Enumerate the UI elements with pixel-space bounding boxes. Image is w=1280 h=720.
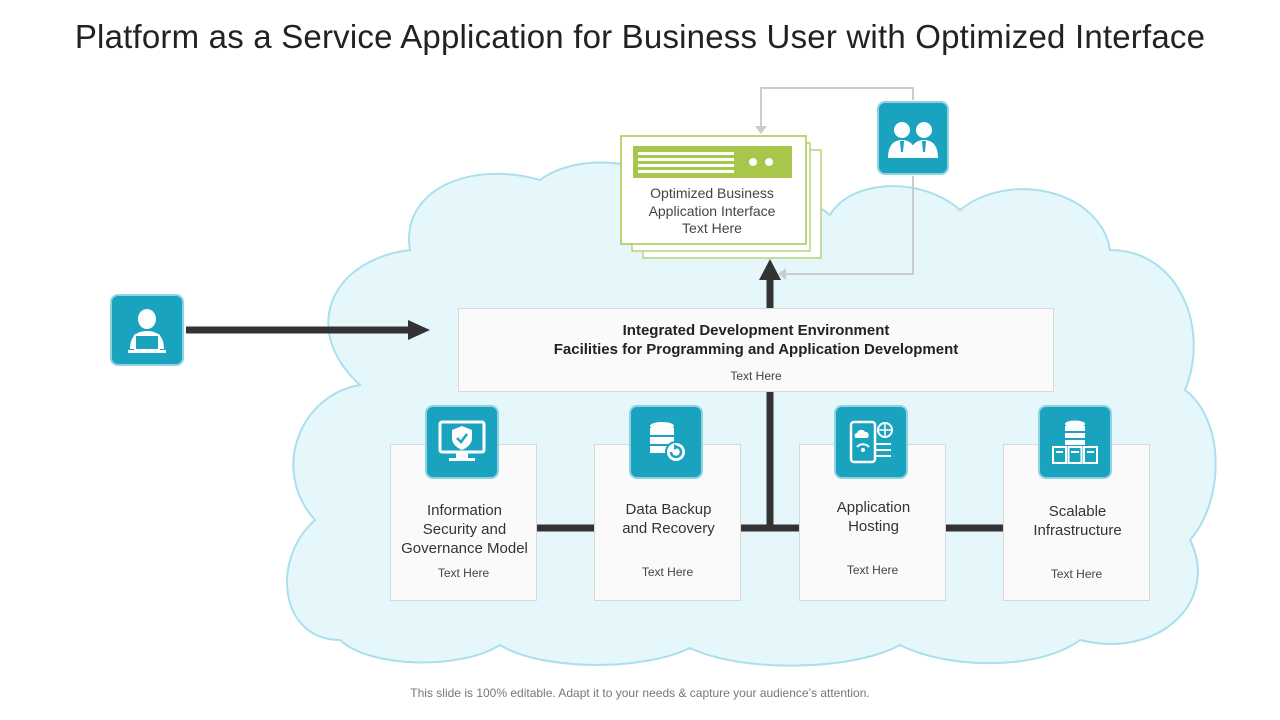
- ide-box: Integrated Development Environment Facil…: [458, 308, 1054, 392]
- interface-card-line-1: Optimized Business: [650, 185, 774, 201]
- service-title: Scalable Infrastructure: [1008, 502, 1147, 540]
- service-title-line: Scalable: [1048, 503, 1107, 520]
- cloud-hosting-icon: [836, 407, 906, 477]
- service-title-line: and Recovery: [622, 520, 715, 537]
- service-title: Data Backup and Recovery: [599, 500, 738, 538]
- server-stack-icon: [1040, 407, 1110, 477]
- developer-arrowhead: [408, 320, 430, 340]
- service-title-line: Infrastructure: [1033, 522, 1122, 539]
- service-title: Information Security and Governance Mode…: [395, 501, 534, 558]
- ide-to-card-arrowhead: [759, 259, 781, 280]
- service-text: Text Here: [1050, 567, 1103, 581]
- service-title: Application Hosting: [804, 498, 943, 536]
- business-users-icon: [879, 103, 947, 173]
- service-title-line: Application: [836, 499, 911, 516]
- service-title-line: Hosting: [848, 518, 899, 535]
- interface-card-line-3: Text Here: [682, 220, 742, 236]
- service-title-line: Governance Model: [401, 540, 528, 557]
- interface-card-line-2: Application Interface: [648, 202, 776, 219]
- ide-title: Integrated Development Environment: [622, 322, 890, 339]
- ide-text: Text Here: [730, 369, 782, 383]
- shield-monitor-icon: [427, 407, 497, 477]
- footer-note: This slide is 100% editable. Adapt it to…: [410, 686, 870, 700]
- service-title-line: Security and: [422, 521, 507, 538]
- service-title-line: Data Backup: [625, 501, 712, 518]
- service-text: Text Here: [641, 565, 694, 579]
- interface-card-text: Optimized Business Application Interface…: [623, 185, 801, 238]
- database-backup-icon: [631, 407, 701, 477]
- ide-subtitle: Facilities for Programming and Applicati…: [553, 341, 959, 358]
- developer-laptop-icon: [112, 296, 182, 364]
- page-title: Platform as a Service Application for Bu…: [74, 18, 1206, 55]
- service-text: Text Here: [846, 563, 899, 577]
- request-line: [760, 87, 914, 128]
- service-title-line: Information: [426, 502, 503, 519]
- feedback-arrowhead: [778, 268, 786, 280]
- feedback-line: [786, 176, 914, 275]
- service-text: Text Here: [437, 566, 490, 580]
- request-arrowhead: [755, 126, 767, 134]
